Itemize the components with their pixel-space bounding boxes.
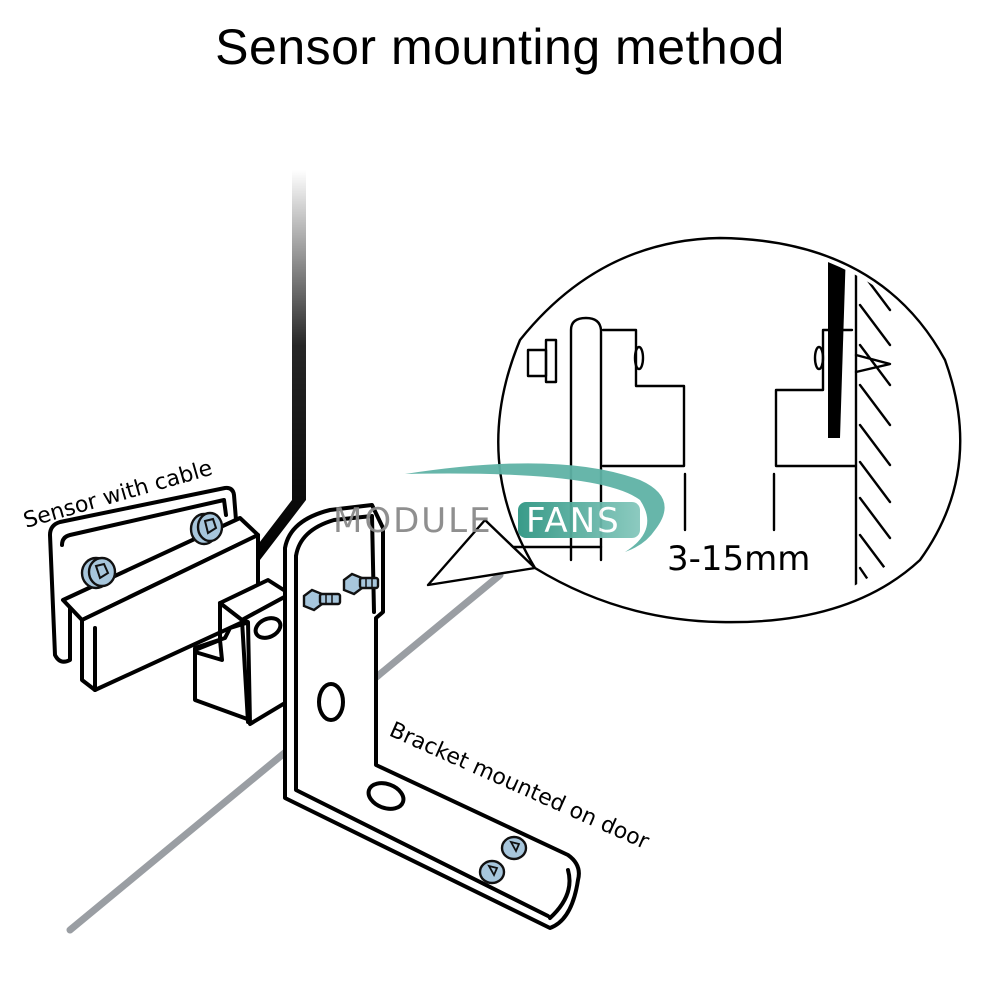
hex-bolt-icon xyxy=(342,572,380,596)
watermark-logo: MODULE FANS xyxy=(333,463,665,552)
sensor-body xyxy=(48,485,260,692)
page-title: Sensor mounting method xyxy=(215,19,785,75)
countersunk-screw-icon xyxy=(189,511,224,546)
countersunk-screw-icon xyxy=(500,835,528,861)
countersunk-screw-icon xyxy=(478,859,506,885)
detail-callout: 3-15mm xyxy=(426,236,962,624)
sensor-cable xyxy=(246,170,306,560)
detail-frame-section xyxy=(774,250,892,592)
watermark-fans-badge xyxy=(518,502,640,538)
door-bracket xyxy=(283,503,581,930)
watermark-module: MODULE xyxy=(333,501,493,541)
magnet-block xyxy=(193,578,292,726)
gap-dimension-label: 3-15mm xyxy=(667,539,810,579)
watermark-arc xyxy=(405,463,665,552)
countersunk-screw-icon xyxy=(80,556,117,590)
watermark-fans: FANS xyxy=(526,501,621,541)
hex-bolt-icon xyxy=(302,588,342,612)
